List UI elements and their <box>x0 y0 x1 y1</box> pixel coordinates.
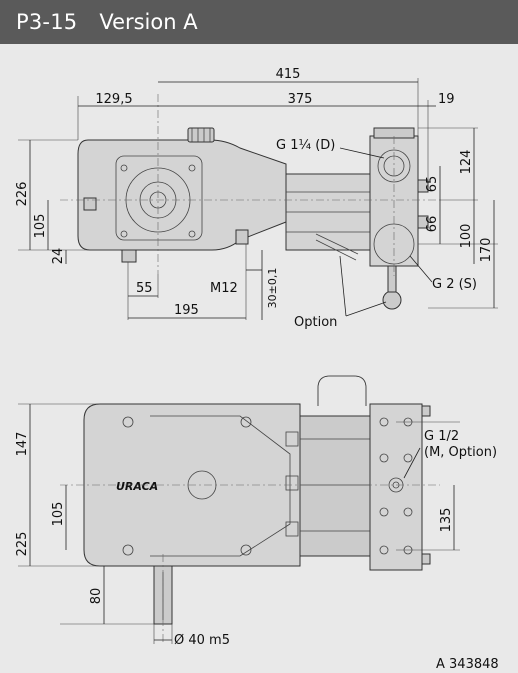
label-g114-discharge: G 1¼ (D) <box>276 138 335 153</box>
dim-105-top: 105 <box>33 214 48 239</box>
dim-100: 100 <box>459 224 474 249</box>
lifting-handle <box>317 375 367 406</box>
dim-415: 415 <box>276 67 301 82</box>
label-g2-suction: G 2 (S) <box>432 277 477 292</box>
thread-m12: M12 <box>210 281 238 296</box>
option-valve-body <box>387 265 397 293</box>
label-m-option: (M, Option) <box>424 445 497 460</box>
label-g12: G 1/2 <box>424 429 459 444</box>
bolt-hole <box>120 164 128 172</box>
dim-124: 124 <box>459 150 474 175</box>
option-valve-stem <box>315 233 359 255</box>
drawing-number: A 343848 <box>436 657 499 672</box>
brand-logo: URACA <box>116 480 158 493</box>
dim-147: 147 <box>15 432 30 457</box>
oil-plug <box>83 197 97 211</box>
dim-129-5: 129,5 <box>95 92 132 107</box>
version-label: Version A <box>99 10 198 34</box>
option-valve-ball <box>382 290 402 310</box>
discharge-port-ring <box>377 149 411 183</box>
manifold-plan <box>369 403 423 571</box>
dim-55: 55 <box>136 281 153 296</box>
dim-375: 375 <box>288 92 313 107</box>
dim-30: 30±0,1 <box>266 268 279 309</box>
gear-housing-panel <box>115 155 203 241</box>
dim-105-bottom: 105 <box>51 502 66 527</box>
bottom-view: URACA 147 <box>15 375 499 672</box>
dim-80: 80 <box>89 588 104 605</box>
dim-170: 170 <box>479 238 494 263</box>
mounting-foot <box>121 249 137 263</box>
side-bolt <box>417 215 429 229</box>
dim-225: 225 <box>15 532 30 557</box>
dim-135: 135 <box>439 508 454 533</box>
bolt-hole <box>120 230 128 238</box>
dim-19: 19 <box>438 92 455 107</box>
plunger-housing <box>299 415 371 557</box>
dim-226: 226 <box>15 182 30 207</box>
oil-filler-cap <box>187 127 215 143</box>
dim-195: 195 <box>174 303 199 318</box>
mounting-foot <box>235 229 249 245</box>
dim-24: 24 <box>51 248 66 265</box>
label-option: Option <box>294 315 337 330</box>
gear-housing <box>77 139 287 251</box>
dim-shaft-diameter: Ø 40 m5 <box>174 633 230 648</box>
title-bar: P3-15 Version A <box>0 0 518 44</box>
model-code: P3-15 <box>16 10 78 34</box>
dim-66: 66 <box>425 216 440 233</box>
bolt-hole <box>188 164 196 172</box>
bolt-hole <box>188 230 196 238</box>
top-view: 415 129,5 375 19 226 105 24 124 65 <box>15 67 498 330</box>
technical-drawing: 415 129,5 375 19 226 105 24 124 65 <box>15 67 499 672</box>
dim-65: 65 <box>425 176 440 193</box>
side-bolt <box>417 179 429 193</box>
